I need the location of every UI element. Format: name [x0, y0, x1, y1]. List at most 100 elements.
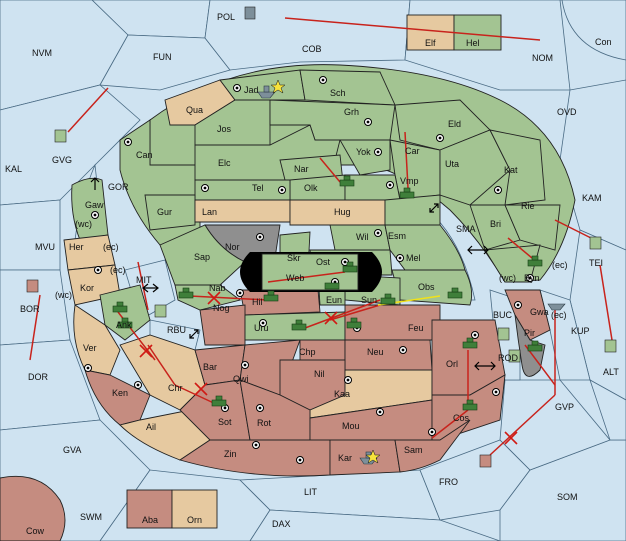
order-arrow-nar-olk [319, 157, 341, 183]
label-gaw: Gaw [85, 200, 104, 210]
unit-fro [479, 454, 492, 468]
land-neu[interactable] [344, 339, 433, 371]
label-sch: Sch [330, 88, 346, 98]
army-pir[interactable] [527, 340, 543, 352]
order-arrow-bor-dor [29, 294, 41, 361]
army-byn[interactable] [527, 255, 543, 267]
orders [29, 17, 613, 456]
label-sot: Sot [218, 417, 232, 427]
army-ank2[interactable] [117, 317, 133, 329]
fleet-jad[interactable] [257, 85, 276, 99]
supply-center-zin [296, 456, 304, 464]
army-hil[interactable] [263, 290, 279, 302]
label-orn: Orn [187, 515, 202, 525]
label-rbu: RBU [167, 325, 186, 335]
land-aba[interactable] [126, 489, 173, 529]
label-chr: Chr [168, 383, 183, 393]
label-coast-gaw-wc: (wc) [75, 219, 92, 229]
supply-center-can [124, 138, 132, 146]
land-cow[interactable] [0, 475, 66, 541]
land-sch[interactable] [299, 69, 396, 106]
order-failed-x-1b [207, 291, 221, 305]
supply-center-nor [256, 233, 264, 241]
supply-center-hil [236, 289, 244, 297]
land-kat[interactable] [489, 129, 546, 206]
label-qua: Qua [186, 105, 203, 115]
supply-center-kor [94, 266, 102, 274]
army-vmp[interactable] [399, 187, 415, 199]
land-uta[interactable] [439, 129, 511, 206]
label-web: Web [286, 273, 304, 283]
army-nab[interactable] [178, 287, 194, 299]
label-bor: BOR [20, 304, 40, 314]
fleet-gwa[interactable] [547, 303, 566, 311]
label-coast-gwa-ec: (ec) [551, 310, 567, 320]
unit-alt [604, 339, 617, 353]
land-ver[interactable] [73, 304, 121, 376]
land-tel[interactable] [194, 179, 291, 201]
supply-center-olk [278, 186, 286, 194]
supply-center-ver [84, 364, 92, 372]
sea-zone-mvu[interactable] [0, 199, 61, 271]
label-sma: SMA [456, 224, 476, 234]
label-yok: Yok [356, 147, 371, 157]
label-car: Car [405, 146, 420, 156]
label-jad: Jad [244, 85, 259, 95]
unit-buc [497, 327, 510, 341]
sea-zone-fun[interactable] [99, 34, 231, 91]
unit-mit [154, 304, 167, 318]
label-orl: Orl [446, 359, 458, 369]
label-ken: Ken [112, 388, 128, 398]
army-sot[interactable] [211, 395, 227, 407]
label-kat: Kat [504, 165, 518, 175]
label-wil: Wil [356, 232, 369, 242]
supply-center-ken [134, 381, 142, 389]
supply-center-vmp [386, 181, 394, 189]
label-hil: Hil [252, 297, 263, 307]
land-sap[interactable] [159, 224, 246, 286]
army-feu[interactable] [346, 317, 362, 329]
label-byn: Byn [524, 273, 540, 283]
army-olk[interactable] [339, 175, 355, 187]
label-lit: LIT [304, 487, 318, 497]
land-gur[interactable] [144, 194, 196, 231]
order-arrow-chr [147, 344, 176, 386]
army-eun[interactable] [324, 282, 340, 290]
label-elf: Elf [425, 38, 436, 48]
supply-center-grh [364, 118, 372, 126]
supply-centers [84, 76, 534, 464]
label-kar: Kar [338, 453, 352, 463]
supply-center-qwi [241, 361, 249, 369]
label-tel: Tel [252, 183, 264, 193]
sea-zone-cob[interactable] [204, 0, 411, 71]
army-ank[interactable] [112, 301, 128, 313]
label-bar: Bar [203, 362, 217, 372]
label-vmp: Vmp [400, 176, 419, 186]
land-sam[interactable] [394, 419, 471, 473]
label-bri: Bri [490, 219, 501, 229]
land-her[interactable] [63, 234, 116, 271]
army-cos[interactable] [462, 399, 478, 411]
label-cow: Cow [26, 526, 45, 536]
army-sun[interactable] [380, 293, 396, 305]
army-uru[interactable] [291, 319, 307, 331]
army-obs[interactable] [447, 287, 463, 299]
label-neu: Neu [367, 347, 384, 357]
supply-center-byn [526, 274, 534, 282]
label-nor: Nor [225, 242, 240, 252]
unit-pol [244, 6, 256, 20]
order-arrow-nab-hil [189, 295, 269, 301]
label-olk: Olk [304, 183, 318, 193]
army-orl[interactable] [462, 337, 478, 349]
army-ost[interactable] [342, 261, 358, 273]
land-orn[interactable] [171, 489, 218, 529]
label-ost: Ost [316, 257, 331, 267]
label-kor: Kor [80, 283, 94, 293]
land-rie[interactable] [504, 204, 561, 251]
land-ank[interactable] [99, 284, 151, 341]
land-hel[interactable] [453, 14, 502, 51]
land-ken[interactable] [84, 369, 151, 426]
label-ank: Ank [116, 320, 132, 330]
sea-zone-alt[interactable] [589, 379, 626, 441]
